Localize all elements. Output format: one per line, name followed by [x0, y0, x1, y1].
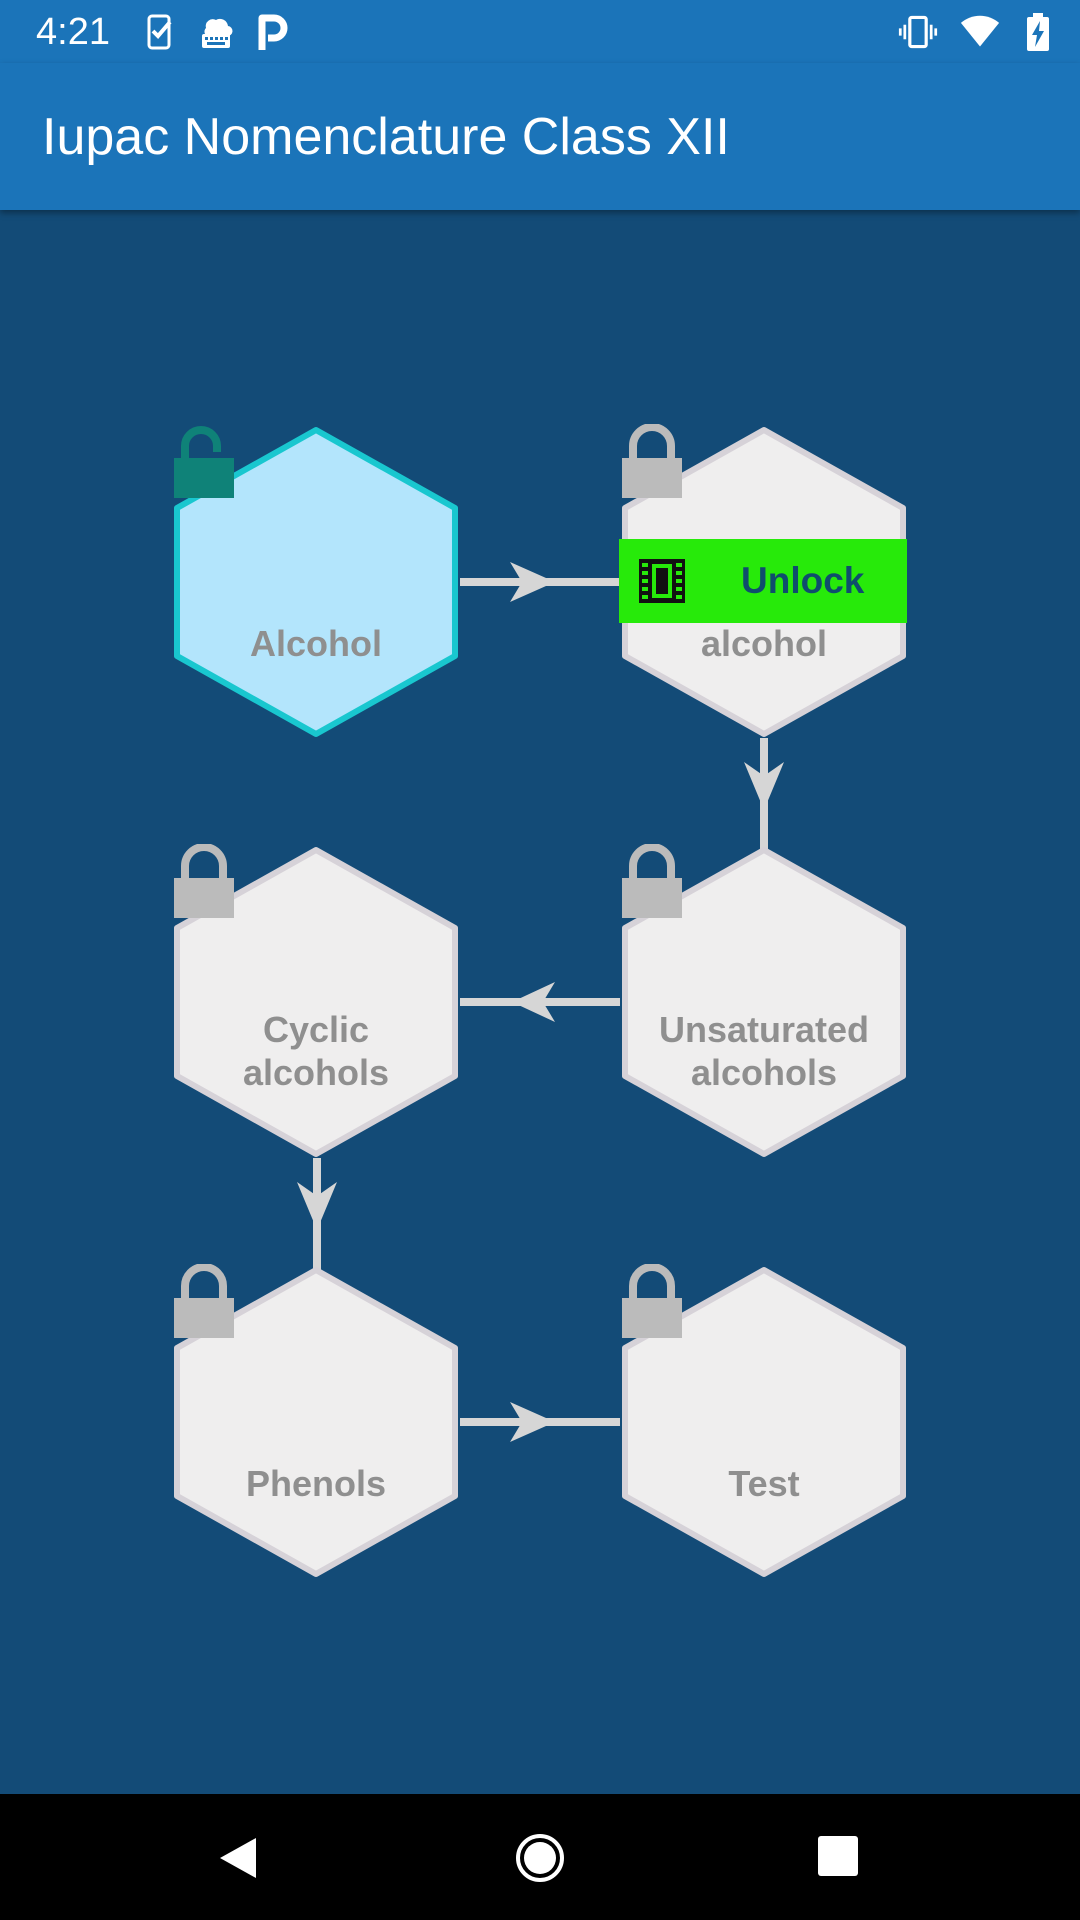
level-label: Cyclic alcohols [242, 1009, 390, 1093]
keyboard-cloud-icon [202, 18, 233, 48]
level-label: Test [728, 1463, 800, 1504]
padlock-icon [622, 844, 682, 918]
recents-icon[interactable] [816, 1834, 860, 1878]
wifi-icon [960, 15, 1000, 47]
arrow-down-2 [297, 1182, 337, 1230]
level-map: Alcohol alcohol Unsaturated alcohols [0, 210, 1080, 1794]
arrow-right-1 [510, 562, 555, 602]
padlock-icon [622, 1264, 682, 1338]
arrow-right-2 [510, 1402, 555, 1442]
unlock-button[interactable]: Unlock [619, 539, 907, 623]
level-test[interactable]: Test [619, 1264, 909, 1580]
arrow-left-1 [512, 982, 555, 1022]
nav-bar [0, 1794, 1080, 1920]
padlock-icon [174, 844, 234, 918]
level-label: Unsaturated alcohols [658, 1009, 870, 1093]
unlock-label: Unlock [741, 560, 865, 601]
level-label: Phenols [245, 1463, 387, 1504]
level-alcohol[interactable]: Alcohol [171, 424, 461, 740]
app-title: Iupac Nomenclature Class XII [42, 108, 730, 166]
arrow-down-1 [744, 762, 784, 810]
film-icon [639, 559, 685, 603]
unlocked-padlock-icon [174, 426, 234, 498]
level-phenols[interactable]: Phenols [171, 1264, 461, 1580]
app-bar: Iupac Nomenclature Class XII [0, 63, 1080, 210]
level-connectors [297, 562, 784, 1442]
status-bar: 4:21 [0, 0, 1080, 63]
status-time: 4:21 [36, 11, 110, 53]
padlock-icon [174, 1264, 234, 1338]
battery-charging-icon [1027, 13, 1049, 51]
level-label: alcohol [700, 623, 828, 664]
p-app-icon [258, 14, 288, 50]
task-check-icon [147, 14, 172, 50]
back-icon[interactable] [214, 1834, 262, 1882]
level-label: Alcohol [250, 623, 382, 664]
home-icon[interactable] [514, 1832, 566, 1884]
padlock-icon [622, 424, 682, 498]
level-unsaturated-alcohols[interactable]: Unsaturated alcohols [619, 844, 909, 1160]
vibrate-icon [898, 15, 938, 49]
level-cyclic-alcohols[interactable]: Cyclic alcohols [171, 844, 461, 1160]
